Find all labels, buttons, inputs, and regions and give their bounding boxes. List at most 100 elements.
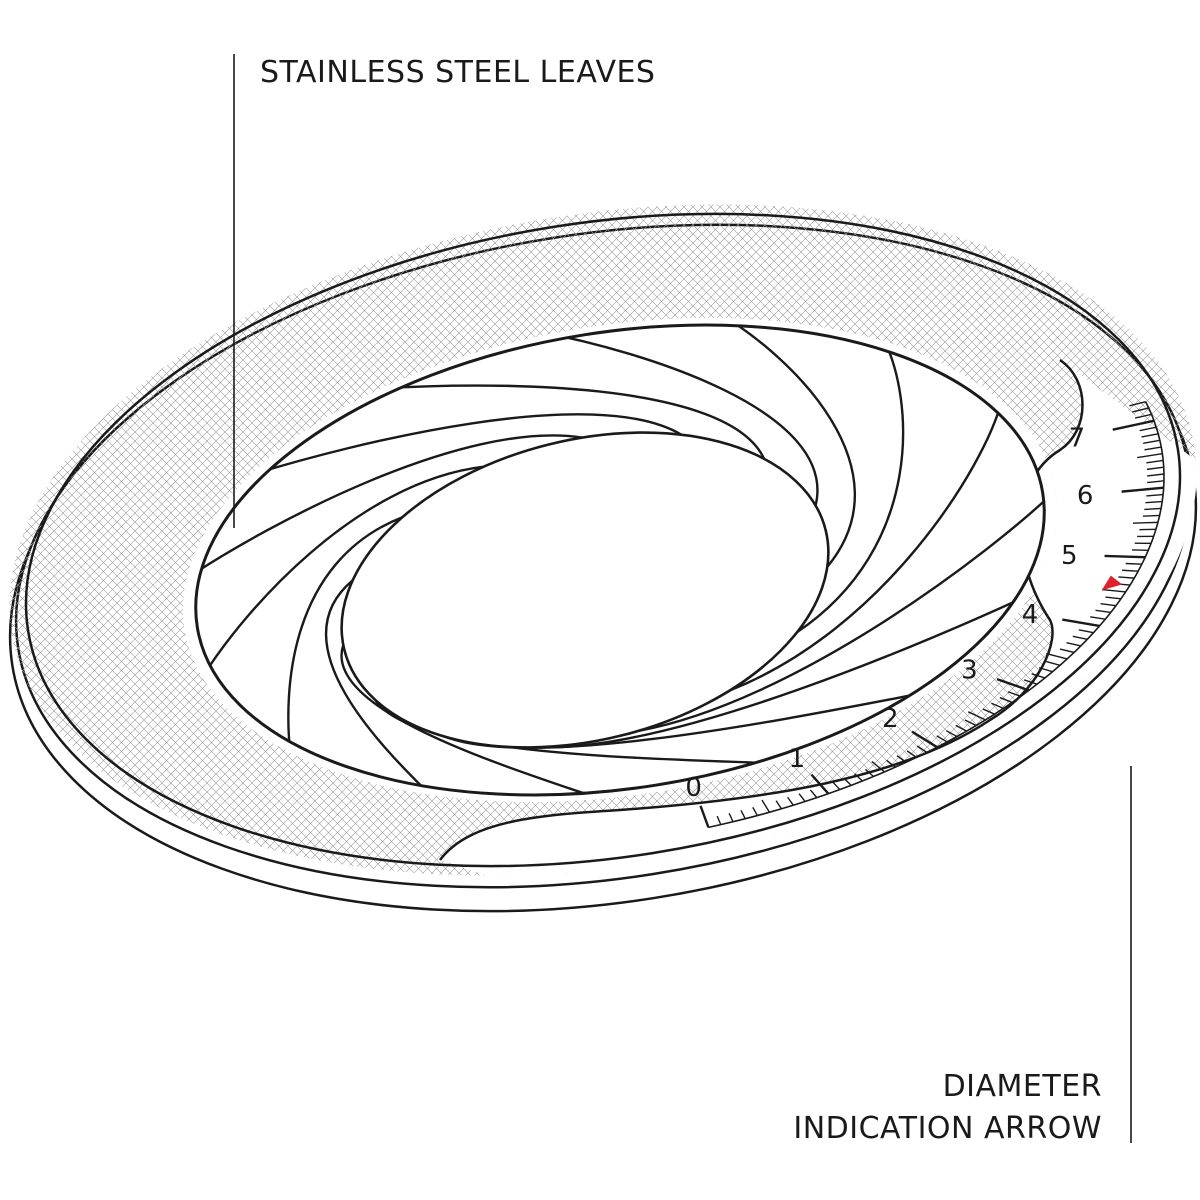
- scale-minor-tick: [1095, 609, 1111, 614]
- scale-major-tick: [996, 677, 1030, 692]
- scale-minor-tick: [1132, 407, 1149, 413]
- scale-minor-tick: [1102, 588, 1126, 593]
- scale-minor-tick: [1146, 459, 1164, 464]
- arrow-callout-label: DIAMETER INDICATION ARROW: [793, 1066, 1102, 1150]
- scale-minor-tick: [991, 702, 1004, 709]
- scale-major-tick: [911, 730, 938, 749]
- scale-minor-tick: [964, 719, 977, 727]
- scale-minor-tick: [1072, 635, 1088, 640]
- scale-minor-tick: [716, 815, 722, 825]
- iris-leaf: [186, 434, 583, 580]
- iris-leaf: [536, 592, 1033, 749]
- scale-minor-tick: [896, 755, 907, 763]
- scale-minor-tick: [955, 724, 967, 732]
- iris-leaf: [370, 384, 766, 460]
- scale-minor-tick: [1023, 679, 1038, 685]
- scale-minor-tick: [761, 799, 771, 813]
- scale-minor-tick: [1038, 667, 1053, 673]
- scale-minor-tick: [1145, 500, 1163, 504]
- scale-minor-tick: [740, 810, 746, 820]
- scale-minor-tick: [1129, 401, 1146, 407]
- scale-minor-tick: [1125, 562, 1142, 565]
- scale-minor-tick: [1146, 493, 1164, 497]
- scale-minor-tick: [1046, 652, 1068, 660]
- scale-minor-tick: [864, 768, 874, 778]
- scale-minor-tick: [1143, 439, 1160, 445]
- leaves-callout-label: STAINLESS STEEL LEAVES: [260, 55, 656, 90]
- iris-leaf: [325, 579, 437, 801]
- scale-minor-tick: [1090, 616, 1106, 620]
- scale-minor-tick: [728, 813, 734, 823]
- arrow-callout-line-1: DIAMETER: [942, 1069, 1102, 1104]
- scale-minor-tick: [1132, 521, 1158, 524]
- scale-baseline: [708, 401, 1165, 829]
- iris-leaf: [796, 337, 905, 634]
- scale-minor-tick: [1147, 473, 1165, 477]
- scale-minor-tick: [1134, 413, 1152, 419]
- scale-minor-tick: [1118, 576, 1135, 579]
- scale-label: 7: [1069, 423, 1086, 453]
- iris-leaf: [638, 490, 1056, 733]
- iris-leaf: [201, 465, 484, 678]
- scale-minor-tick: [886, 759, 896, 768]
- scale-minor-tick: [1105, 596, 1122, 600]
- scale-label: 4: [1022, 600, 1039, 630]
- iris-leaf: [717, 312, 857, 568]
- scale-minor-tick: [1066, 642, 1082, 647]
- scale-minor-tick: [1031, 673, 1046, 679]
- scale-minor-tick: [982, 708, 995, 715]
- scale-minor-tick: [916, 745, 928, 753]
- outer-face-edge: [24, 212, 1182, 868]
- scale-major-tick: [1062, 618, 1100, 628]
- scale-minor-tick: [1078, 629, 1094, 634]
- scale-minor-tick: [936, 735, 948, 743]
- scale-minor-tick: [1146, 466, 1164, 471]
- iris-leaf: [287, 516, 403, 756]
- scale-minor-tick: [854, 773, 863, 782]
- iris-leaf: [245, 413, 683, 478]
- scale-label: 0: [685, 773, 702, 803]
- scale-minor-tick: [832, 781, 841, 791]
- scale-major-tick: [1121, 486, 1164, 493]
- scale-minor-tick: [809, 789, 818, 799]
- diameter-indicator-arrow: [1101, 575, 1123, 591]
- scale-minor-tick: [787, 796, 794, 806]
- scale-minor-tick: [1141, 433, 1159, 438]
- scale-label: 6: [1077, 481, 1094, 511]
- scale-minor-tick: [1100, 602, 1117, 607]
- scale-minor-tick: [1122, 569, 1139, 572]
- scale-minor-tick: [1144, 446, 1162, 451]
- scale-minor-tick: [945, 730, 958, 738]
- scale-minor-tick: [1139, 426, 1157, 432]
- scale-label: 3: [961, 655, 978, 685]
- scale-label: 2: [882, 704, 899, 734]
- scale-minor-tick: [1142, 514, 1160, 517]
- scale-band-edge: [439, 358, 1084, 861]
- iris-aperture: [186, 312, 1056, 805]
- scale-minor-tick: [843, 777, 852, 786]
- iris-inner-opening: [340, 431, 830, 749]
- iris-leaf: [340, 644, 613, 805]
- iris-leaf: [537, 330, 819, 506]
- scale-minor-tick: [1147, 480, 1165, 484]
- arrow-callout-line-2: INDICATION ARROW: [793, 1111, 1102, 1146]
- scale-minor-tick: [798, 793, 806, 802]
- scale-minor-tick: [1137, 452, 1163, 459]
- scale-minor-tick: [775, 800, 783, 810]
- scale-minor-tick: [1144, 507, 1162, 511]
- scale-minor-tick: [1046, 660, 1061, 667]
- scale-minor-tick: [967, 711, 986, 721]
- iris-leaf: [729, 400, 1003, 692]
- scale-minor-tick: [871, 760, 885, 773]
- scale-label: 1: [789, 744, 806, 774]
- scale-major-tick: [699, 805, 710, 828]
- scale-minor-tick: [1007, 691, 1021, 698]
- scale-major-tick: [1112, 419, 1155, 431]
- scale-major-tick: [1104, 554, 1146, 559]
- scale-minor-tick: [752, 806, 758, 816]
- scale-label: 5: [1061, 541, 1078, 571]
- scale-major-tick: [810, 773, 830, 795]
- scale-minor-tick: [906, 750, 917, 758]
- diameter-scale: 0 1 2 3 45 6 7: [685, 401, 1165, 829]
